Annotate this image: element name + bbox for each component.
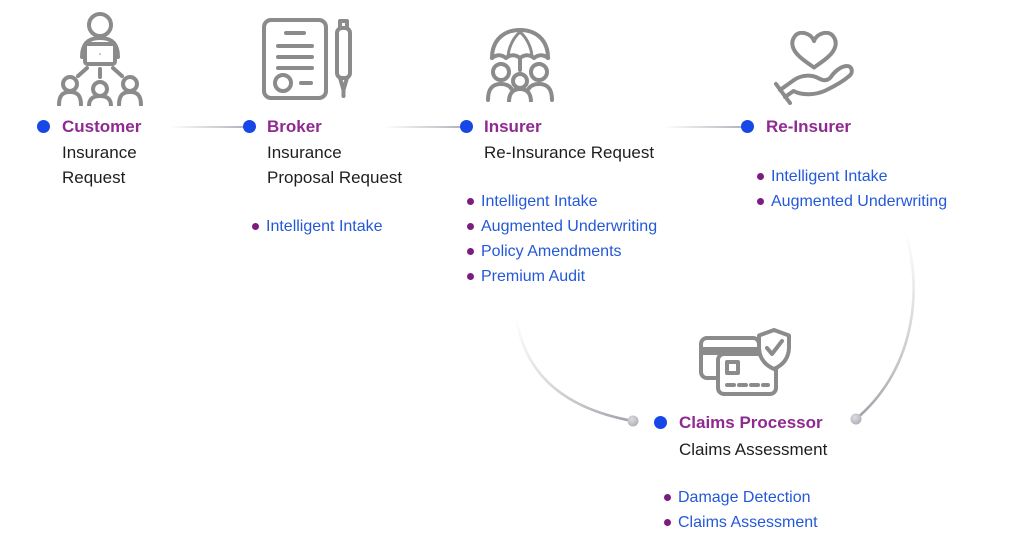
- stage-marker-customer: [37, 120, 50, 133]
- bullet-icon: [757, 198, 764, 205]
- bullet-icon: [664, 494, 671, 501]
- bullet-icon: [467, 198, 474, 205]
- capability-item: Augmented Underwriting: [757, 189, 947, 214]
- subtitle-line: Proposal Request: [267, 168, 403, 187]
- stage-name-broker: Broker: [267, 117, 322, 136]
- stage-marker-claims-processor: [654, 416, 667, 429]
- stage-marker-broker: [243, 120, 256, 133]
- stage-name-claims-processor: Claims Processor: [679, 413, 823, 432]
- stage-marker-insurer: [460, 120, 473, 133]
- bullet-icon: [757, 173, 764, 180]
- card-shield-icon: [698, 328, 792, 404]
- connector-broker-insurer: [384, 126, 462, 128]
- capability-item: Premium Audit: [467, 264, 657, 289]
- capability-list-insurer: Intelligent Intake Augmented Underwritin…: [467, 189, 657, 289]
- connector-reinsurer-claims-curve: [855, 231, 915, 420]
- stage-marker-reinsurer: [741, 120, 754, 133]
- capability-item: Claims Assessment: [664, 510, 818, 535]
- subtitle-line: Claims Assessment: [679, 440, 828, 459]
- capability-item: Intelligent Intake: [757, 164, 947, 189]
- curve-endpoint-ball: [627, 415, 639, 427]
- subtitle-line: Insurance: [62, 143, 137, 162]
- stage-name-insurer: Insurer: [484, 117, 542, 136]
- capability-list-claims-processor: Damage Detection Claims Assessment: [664, 485, 818, 535]
- bullet-icon: [252, 223, 259, 230]
- stage-subtitle-customer: Insurance Request: [62, 140, 137, 190]
- capability-list-reinsurer: Intelligent Intake Augmented Underwritin…: [757, 164, 947, 214]
- capability-item: Policy Amendments: [467, 239, 657, 264]
- connector-insurer-claims-curve: [514, 315, 634, 423]
- subtitle-line: Re-Insurance Request: [484, 143, 655, 162]
- stage-subtitle-insurer: Re-Insurance Request: [484, 140, 654, 165]
- stage-name-customer: Customer: [62, 117, 142, 136]
- subtitle-line: Insurance: [267, 143, 342, 162]
- connector-insurer-reinsurer: [664, 126, 743, 128]
- capability-list-broker: Intelligent Intake: [252, 214, 383, 239]
- bullet-icon: [467, 273, 474, 280]
- bullet-icon: [467, 248, 474, 255]
- heart-hand-icon: [772, 22, 856, 110]
- subtitle-line: Request: [62, 168, 126, 187]
- bullet-icon: [664, 519, 671, 526]
- capability-item: Intelligent Intake: [467, 189, 657, 214]
- stage-subtitle-broker: Insurance Proposal Request: [267, 140, 402, 190]
- contract-pen-icon: [260, 16, 354, 102]
- capability-item: Augmented Underwriting: [467, 214, 657, 239]
- bullet-icon: [467, 223, 474, 230]
- stage-name-reinsurer: Re-Insurer: [766, 117, 852, 136]
- capability-item: Intelligent Intake: [252, 214, 383, 239]
- stage-subtitle-claims-processor: Claims Assessment: [679, 437, 827, 462]
- curve-endpoint-ball: [850, 413, 862, 425]
- umbrella-people-icon: [484, 24, 556, 102]
- customer-network-icon: [57, 10, 143, 106]
- capability-item: Damage Detection: [664, 485, 818, 510]
- connector-customer-broker: [170, 126, 245, 128]
